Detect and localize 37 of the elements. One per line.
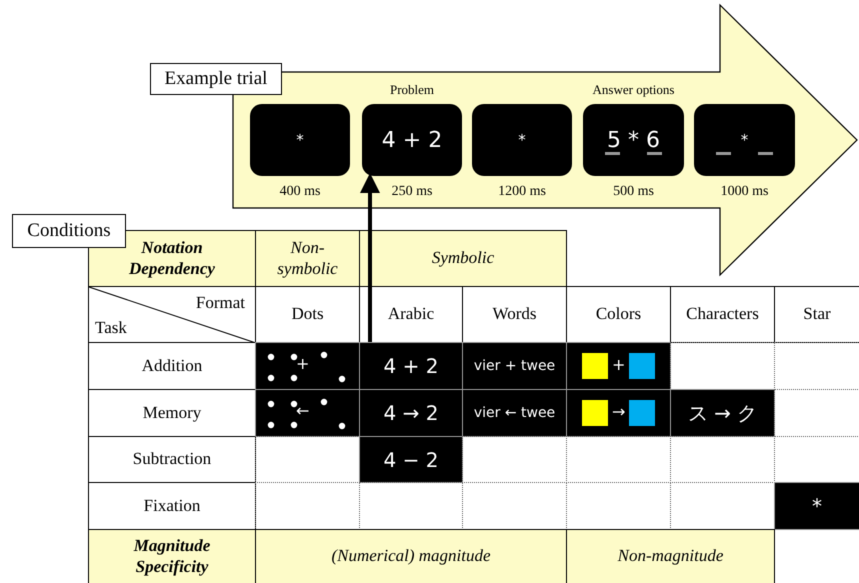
phase-label: Answer options — [592, 82, 676, 98]
category-header: Non-symbolic — [255, 230, 360, 287]
stimulus-cell: 4 → 2 — [359, 389, 463, 437]
stimulus-screen: * — [694, 104, 795, 176]
stimulus-cell: 4 − 2 — [359, 436, 463, 483]
operator-symbol: + — [612, 355, 626, 374]
row-header: Subtraction — [88, 436, 256, 483]
category-header: Symbolic — [359, 230, 567, 287]
title-label: Example trial — [150, 63, 282, 95]
header-text: Format — [196, 293, 245, 314]
duration-label: 1000 ms — [720, 184, 770, 200]
operator-symbol: + — [296, 354, 310, 374]
column-header: Star — [774, 286, 859, 343]
row-header: Addition — [88, 342, 256, 390]
operator-symbol: → — [612, 402, 626, 422]
duration-label: 500 ms — [612, 184, 655, 200]
phase-label: Problem — [388, 82, 436, 98]
stimulus-screen: * — [250, 104, 350, 176]
arrow — [360, 173, 380, 342]
operator-symbol: ← — [296, 401, 310, 420]
stimulus-cell: 4 + 2 — [359, 342, 463, 390]
column-header: Characters — [670, 286, 775, 343]
stimulus-cell: ス → ク — [670, 389, 775, 437]
stimulus-cell: * — [774, 482, 859, 530]
stimulus-screen: 4 + 2 — [362, 104, 462, 176]
stimulus-cell: vier + twee — [462, 342, 567, 390]
stimulus-cell: vier ← twee — [462, 389, 567, 437]
duration-label: 250 ms — [390, 184, 434, 200]
category-header: (Numerical) magnitude — [255, 529, 567, 583]
category-header: Magnitude Specificity — [88, 529, 256, 583]
category-header: Non-magnitude — [566, 529, 775, 583]
stimulus-screen: * — [472, 104, 572, 176]
header-text: Task — [95, 318, 127, 338]
duration-label: 1200 ms — [497, 184, 547, 200]
stimulus-screen: 5 * 6 — [583, 104, 684, 176]
row-header: Fixation — [88, 482, 256, 530]
duration-label: 400 ms — [278, 184, 322, 200]
